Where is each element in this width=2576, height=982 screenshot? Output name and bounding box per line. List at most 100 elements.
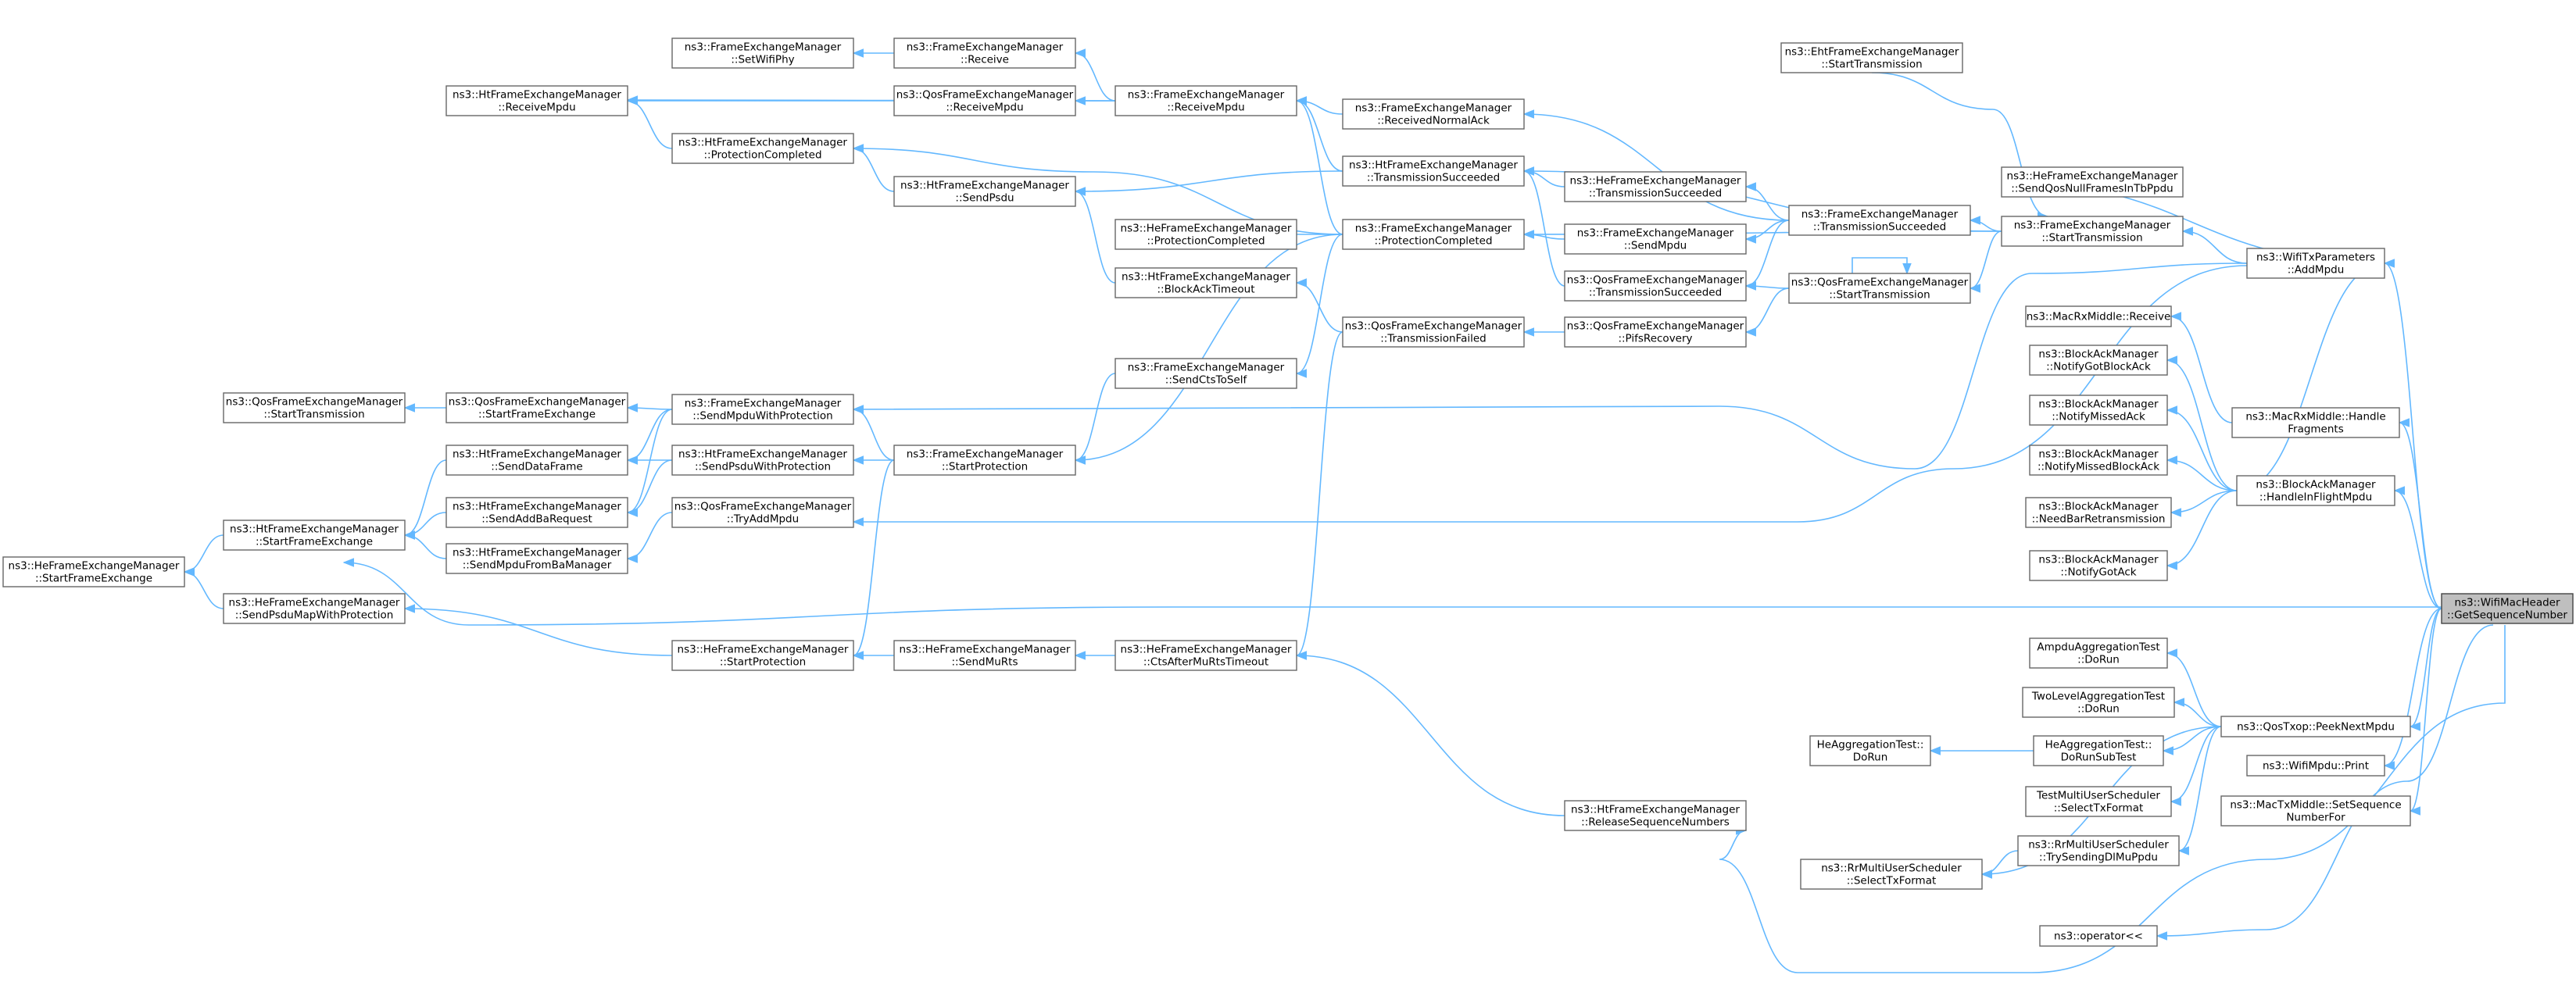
graph-node[interactable]: ns3::BlockAckManager::NotifyMissedBlockA…	[2029, 445, 2168, 476]
graph-node[interactable]: ns3::QosFrameExchangeManager::StartTrans…	[1788, 273, 1971, 304]
graph-node[interactable]: ns3::HtFrameExchangeManager::SendPsduWit…	[671, 445, 854, 476]
node-label-line: TwoLevelAggregationTest	[2031, 691, 2165, 703]
edge-n0-n2	[342, 558, 2442, 626]
node-label-line: ::SelectTxFormat	[1847, 875, 1937, 887]
graph-node[interactable]: ns3::operator<<	[2039, 925, 2158, 947]
graph-node[interactable]: ns3::BlockAckManager::HandleInFlightMpdu	[2236, 475, 2395, 506]
edge-n0-n57	[2409, 608, 2442, 731]
graph-node[interactable]: ns3::HtFrameExchangeManager::StartFrameE…	[223, 520, 406, 551]
graph-node[interactable]: ns3::HtFrameExchangeManager::ReceiveMpdu	[445, 85, 628, 116]
graph-node[interactable]: ns3::QosFrameExchangeManager::StartFrame…	[445, 392, 628, 423]
graph-node[interactable]: ns3::RrMultiUserScheduler::TrySendingDlM…	[2017, 835, 2180, 866]
node-label-line: ::SendCtsToSelf	[1165, 374, 1248, 387]
node-label-line: ns3::FrameExchangeManager	[1128, 362, 1285, 374]
graph-node[interactable]: AmpduAggregationTest::DoRun	[2029, 637, 2168, 669]
node-label-line: ns3::HtFrameExchangeManager	[678, 137, 847, 149]
graph-node[interactable]: ns3::HtFrameExchangeManager::SendPsdu	[893, 176, 1076, 207]
graph-node[interactable]: ns3::QosFrameExchangeManager::Transmissi…	[1564, 270, 1747, 302]
graph-node[interactable]: HeAggregationTest::DoRunSubTest	[2033, 735, 2164, 766]
node-box	[1564, 171, 1747, 202]
node-box	[1564, 800, 1747, 831]
graph-node[interactable]: ns3::QosFrameExchangeManager::ReceiveMpd…	[893, 85, 1076, 116]
graph-node[interactable]: ns3::FrameExchangeManager::ReceiveMpdu	[1114, 85, 1297, 116]
node-box	[2220, 716, 2411, 737]
graph-node[interactable]: ns3::HeFrameExchangeManager::StartFrameE…	[2, 556, 185, 587]
node-label-line: ns3::WifiMpdu::Print	[2263, 760, 2369, 773]
graph-node[interactable]: ns3::HeFrameExchangeManager::SendQosNull…	[2001, 166, 2184, 198]
graph-node[interactable]: ns3::FrameExchangeManager::StartTransmis…	[2001, 216, 2184, 247]
graph-node[interactable]: ns3::QosFrameExchangeManager::Transmissi…	[1342, 316, 1525, 348]
node-label-line: ns3::HtFrameExchangeManager	[900, 180, 1069, 192]
graph-node[interactable]: ns3::BlockAckManager::NotifyGotAck	[2029, 550, 2168, 581]
node-label-line: NumberFor	[2286, 812, 2345, 824]
graph-node[interactable]: ns3::HeFrameExchangeManager::SendMuRts	[893, 640, 1076, 671]
node-label-line: ns3::WifiMacHeader	[2454, 597, 2560, 609]
graph-node[interactable]: ns3::FrameExchangeManager::TransmissionS…	[1788, 205, 1971, 236]
graph-node[interactable]: ns3::FrameExchangeManager::SendCtsToSelf	[1114, 358, 1297, 389]
node-label-line: ::NeedBarRetransmission	[2032, 513, 2166, 526]
node-box	[445, 497, 628, 528]
graph-node[interactable]: ns3::BlockAckManager::NotifyGotBlockAck	[2029, 345, 2168, 376]
node-box	[1780, 42, 1963, 73]
graph-node[interactable]: ns3::HtFrameExchangeManager::ProtectionC…	[671, 133, 854, 164]
graph-node[interactable]: ns3::QosFrameExchangeManager::StartTrans…	[223, 392, 406, 423]
edge-n0-n59	[2409, 608, 2442, 816]
graph-node[interactable]: ns3::QosTxop::PeekNextMpdu	[2220, 716, 2411, 737]
node-box	[1114, 85, 1297, 116]
graph-node[interactable]: ns3::HtFrameExchangeManager::Transmissio…	[1342, 155, 1525, 187]
graph-node[interactable]: ns3::FrameExchangeManager::SetWifiPhy	[671, 37, 854, 69]
graph-node[interactable]: ns3::FrameExchangeManager::ReceivedNorma…	[1342, 98, 1525, 130]
edge-n11-n7	[626, 409, 673, 517]
edge-n0-n55	[2398, 418, 2442, 609]
node-label-line: ::GetSequenceNumber	[2447, 609, 2567, 622]
graph-node[interactable]: ns3::QosFrameExchangeManager::PifsRecove…	[1564, 316, 1747, 348]
edge-n57-n49	[2173, 698, 2222, 727]
node-box	[2025, 305, 2172, 327]
graph-node[interactable]: ns3::FrameExchangeManager::Receive	[893, 37, 1076, 69]
graph-node[interactable]: ns3::FrameExchangeManager::StartProtecti…	[893, 445, 1076, 476]
edge-n18-n10	[852, 144, 895, 192]
node-box	[1342, 219, 1525, 250]
graph-node[interactable]: TwoLevelAggregationTest::DoRun	[2022, 687, 2175, 718]
node-label-line: ::SendPsduWithProtection	[695, 461, 831, 473]
node-label-line: ::ProtectionCompleted	[1374, 235, 1492, 248]
node-label-line: ns3::HeFrameExchangeManager	[9, 560, 180, 573]
node-box	[2025, 497, 2172, 528]
graph-node[interactable]: TestMultiUserScheduler::SelectTxFormat	[2025, 786, 2172, 817]
graph-node[interactable]: ns3::HeFrameExchangeManager::StartProtec…	[671, 640, 854, 671]
node-label-line: ns3::BlockAckManager	[2038, 348, 2159, 361]
edge-n3-n1	[183, 567, 224, 609]
graph-node[interactable]: ns3::HeFrameExchangeManager::SendPsduMap…	[223, 593, 406, 624]
graph-node[interactable]: ns3::BlockAckManager::NotifyMissedAck	[2029, 395, 2168, 426]
node-label-line: ns3::BlockAckManager	[2038, 448, 2159, 461]
node-label-line: ::DoRun	[2077, 703, 2120, 716]
edge-n55-n42	[2170, 312, 2233, 423]
graph-node[interactable]: ns3::HtFrameExchangeManager::SendDataFra…	[445, 445, 628, 476]
graph-node[interactable]: ns3::MacRxMiddle::Receive	[2025, 305, 2172, 327]
graph-node[interactable]: ns3::FrameExchangeManager::SendMpduWithP…	[671, 394, 854, 425]
graph-node[interactable]: ns3::WifiMpdu::Print	[2246, 755, 2385, 777]
graph-node[interactable]: ns3::WifiTxParameters::AddMpdu	[2246, 248, 2385, 279]
graph-node[interactable]: ns3::QosFrameExchangeManager::TryAddMpdu	[671, 497, 854, 528]
node-label-line: ns3::HtFrameExchangeManager	[453, 501, 621, 513]
graph-node[interactable]: HeAggregationTest::DoRun	[1809, 735, 1931, 766]
graph-node[interactable]: ns3::EhtFrameExchangeManager::StartTrans…	[1780, 42, 1963, 73]
node-box	[223, 392, 406, 423]
graph-node[interactable]: ns3::HeFrameExchangeManager::CtsAfterMuR…	[1114, 640, 1297, 671]
node-box	[2001, 166, 2184, 198]
node-label-line: ns3::FrameExchangeManager	[907, 41, 1064, 54]
graph-node[interactable]: ns3::HeFrameExchangeManager::ProtectionC…	[1114, 219, 1297, 250]
graph-node[interactable]: ns3::BlockAckManager::NeedBarRetransmiss…	[2025, 497, 2172, 528]
graph-node[interactable]: ns3::HtFrameExchangeManager::SendMpduFro…	[445, 543, 628, 574]
graph-node[interactable]: ns3::RrMultiUserScheduler::SelectTxForma…	[1800, 859, 1983, 890]
graph-node[interactable]: ns3::FrameExchangeManager::SendMpdu	[1564, 223, 1747, 255]
graph-node[interactable]: ns3::FrameExchangeManager::ProtectionCom…	[1342, 219, 1525, 250]
graph-node[interactable]: ns3::HtFrameExchangeManager::BlockAckTim…	[1114, 267, 1297, 298]
node-label-line: ::StartProtection	[942, 461, 1028, 473]
graph-node[interactable]: ns3::HtFrameExchangeManager::SendAddBaRe…	[445, 497, 628, 528]
root-node[interactable]: ns3::WifiMacHeader::GetSequenceNumber	[2441, 593, 2574, 624]
graph-node[interactable]: ns3::HtFrameExchangeManager::ReleaseSequ…	[1564, 800, 1747, 831]
graph-node[interactable]: ns3::HeFrameExchangeManager::Transmissio…	[1564, 171, 1747, 202]
